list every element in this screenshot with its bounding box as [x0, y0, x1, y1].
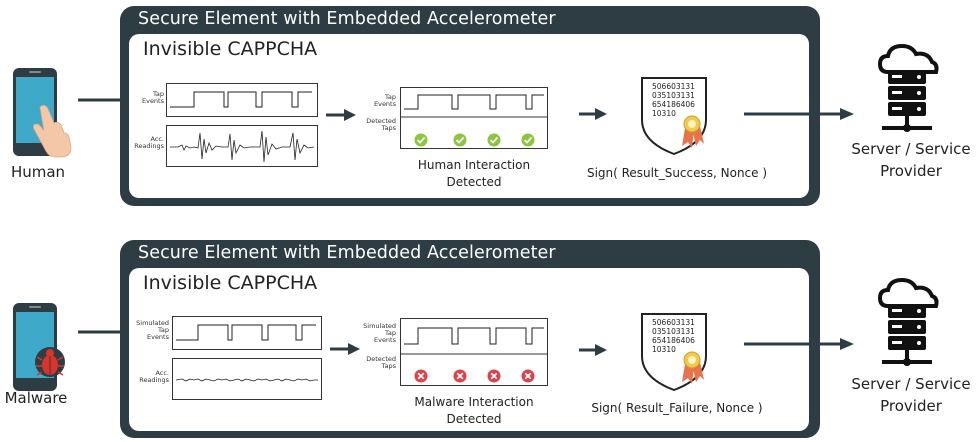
arrow-right-icon: [579, 344, 607, 356]
detection-caption: Human Interaction Detected: [400, 157, 548, 191]
server-label: Server / Service Provider: [848, 373, 974, 417]
signed-certificate-icon: 506603131 035103131 654186406 10310: [640, 312, 708, 392]
arrow-right-icon: [744, 108, 854, 120]
simulated-tap-events-signal: [172, 316, 322, 350]
cert-line: 035103131: [652, 91, 695, 100]
smartphone-bug-icon: [13, 303, 65, 391]
check-icon: [414, 133, 428, 147]
actor-label: Malware: [4, 389, 68, 407]
panel-title: Secure Element with Embedded Acceleromet…: [138, 9, 556, 29]
cert-line: 654186406: [652, 100, 695, 109]
arrow-right-icon: [330, 343, 360, 355]
tap-events-label: Tap Events: [141, 90, 164, 105]
cloud-server-icon: [877, 43, 939, 132]
server-label-line2: Provider: [880, 162, 942, 180]
acc-readings-signal: [172, 358, 322, 400]
check-icon: [453, 133, 467, 147]
acc-readings-label: Acc. Readings: [134, 135, 164, 150]
sign-caption: Sign( Result_Failure, Nonce ): [591, 401, 763, 415]
arrow-right-icon: [579, 108, 607, 120]
inner-title: Invisible CAPPCHA: [143, 272, 318, 294]
cert-line: 506603131: [652, 318, 695, 327]
detection-caption-line1: Malware Interaction: [414, 395, 534, 409]
shield-icon: [641, 313, 707, 392]
panel-title: Secure Element with Embedded Acceleromet…: [138, 243, 556, 263]
server-label-line1: Server / Service: [851, 140, 971, 158]
server-label-line1: Server / Service: [851, 375, 971, 393]
detection-caption: Malware Interaction Detected: [396, 394, 552, 428]
server-label-line2: Provider: [880, 397, 942, 415]
detect-simulated-tap-events-label: Simulated Tap Events: [363, 322, 396, 344]
detected-taps-label: Detected Taps: [366, 117, 396, 132]
cert-line: 10310: [652, 345, 676, 354]
cert-line: 10310: [652, 109, 676, 118]
acc-readings-signal: [166, 125, 318, 167]
shield-icon: [641, 77, 707, 156]
cloud-server-icon: [877, 277, 939, 366]
arrow-right-icon: [744, 338, 854, 350]
detection-caption-line2: Detected: [446, 412, 502, 426]
server-label: Server / Service Provider: [848, 138, 974, 182]
cross-icon: [521, 369, 535, 383]
detection-caption-line1: Human Interaction: [417, 158, 531, 172]
cert-line: 506603131: [652, 82, 695, 91]
smartphone-tap-icon: [13, 68, 72, 158]
arrow-right-icon: [326, 109, 356, 121]
cross-icon: [414, 369, 428, 383]
tap-events-signal: [166, 83, 318, 117]
cert-line: 654186406: [652, 336, 695, 345]
inner-title: Invisible CAPPCHA: [143, 38, 318, 60]
sign-caption: Sign( Result_Success, Nonce ): [586, 166, 768, 180]
check-icon: [487, 133, 501, 147]
acc-readings-label: Acc. Readings: [139, 369, 169, 384]
detect-tap-events-label: Tap Events: [373, 93, 396, 108]
actor-label: Human: [10, 163, 66, 181]
simulated-tap-events-label: Simulated Tap Events: [136, 319, 169, 341]
detected-taps-label: Detected Taps: [366, 355, 396, 370]
detection-caption-line2: Detected: [446, 175, 502, 189]
cross-icon: [487, 369, 501, 383]
cert-line: 035103131: [652, 327, 695, 336]
signed-certificate-icon: 506603131 035103131 654186406 10310: [640, 76, 708, 156]
row-human: Human Secure Element with Embedded Accel…: [0, 0, 979, 215]
check-icon: [521, 133, 535, 147]
cross-icon: [453, 369, 467, 383]
